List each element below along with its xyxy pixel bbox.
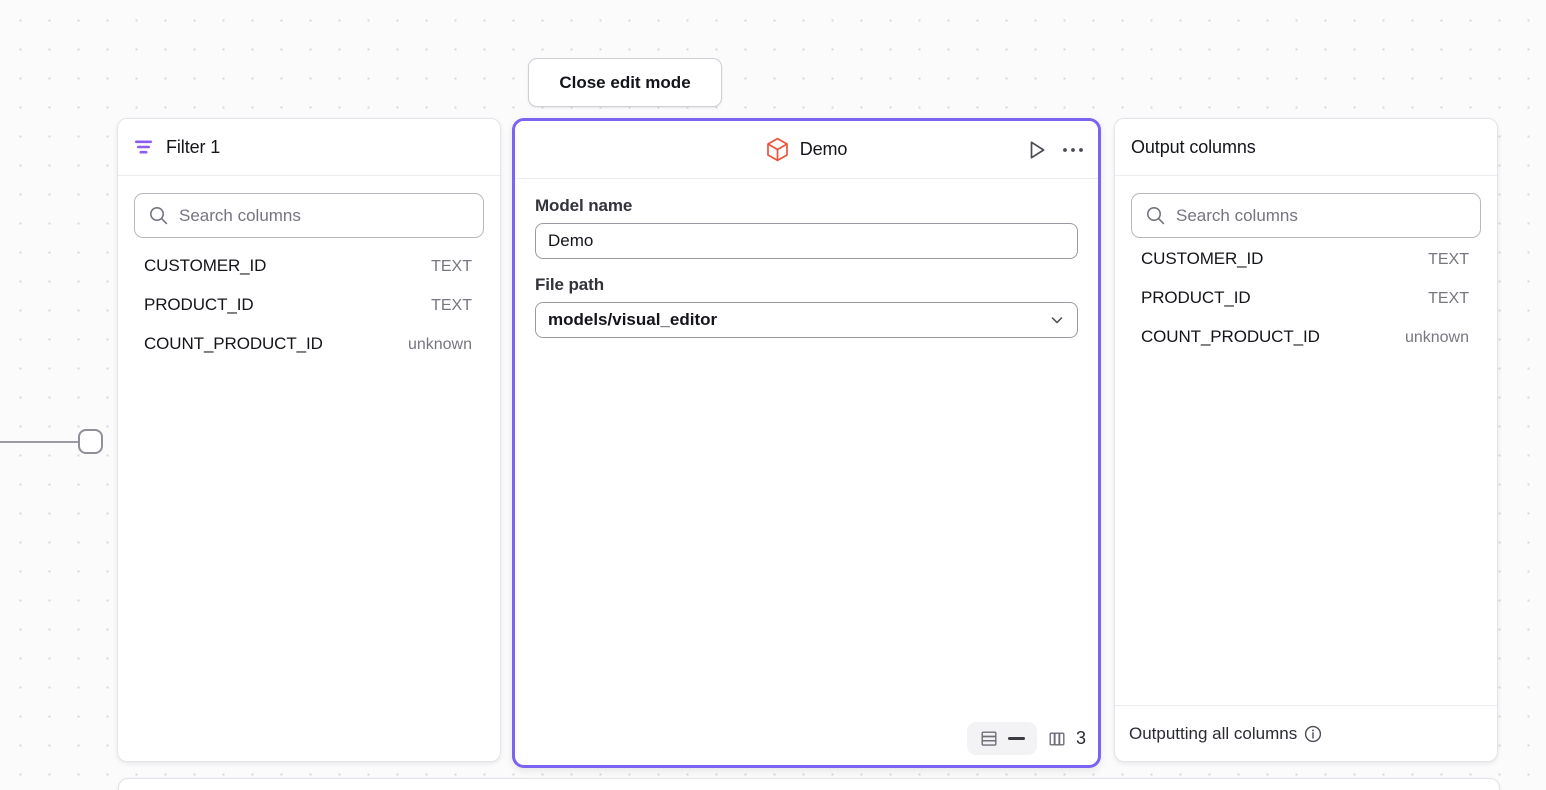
output-column-list: CUSTOMER_ID TEXT PRODUCT_ID TEXT COUNT_P… (1115, 249, 1497, 366)
filter-search-input[interactable] (179, 205, 469, 226)
column-count-value: 3 (1075, 728, 1086, 748)
column-type: TEXT (431, 297, 472, 314)
output-search-input[interactable] (1176, 205, 1466, 226)
cube-icon (766, 137, 789, 162)
next-node-panel[interactable] (118, 778, 1500, 790)
ellipsis-icon[interactable] (1062, 146, 1084, 154)
filter-column-list: CUSTOMER_ID TEXT PRODUCT_ID TEXT COUNT_P… (118, 256, 500, 373)
filter-panel[interactable]: Filter 1 CUSTOMER_ID TEXT PRODUCT_ID (117, 118, 501, 762)
table-row[interactable]: CUSTOMER_ID TEXT (132, 256, 486, 295)
output-panel-footer: Outputting all columns (1115, 705, 1497, 761)
column-type: TEXT (1428, 251, 1469, 268)
row-count-pill[interactable] (966, 722, 1037, 755)
chevron-down-icon (1049, 312, 1065, 328)
column-name: COUNT_PRODUCT_ID (144, 334, 323, 353)
edge-connector-handle[interactable] (78, 429, 103, 454)
model-panel[interactable]: Demo Model name (512, 118, 1101, 768)
output-panel-body: CUSTOMER_ID TEXT PRODUCT_ID TEXT COUNT_P… (1115, 176, 1497, 761)
table-row[interactable]: CUSTOMER_ID TEXT (1129, 249, 1483, 288)
column-type: unknown (407, 336, 472, 353)
output-columns-panel[interactable]: Output columns CUSTOMER_ID TEXT PRODU (1114, 118, 1498, 762)
model-stats-footer: 3 (966, 722, 1086, 755)
column-type: TEXT (1428, 290, 1469, 307)
model-name-field[interactable] (535, 223, 1078, 259)
column-name: CUSTOMER_ID (1141, 249, 1264, 268)
model-panel-header: Demo (515, 121, 1098, 179)
output-footer-text: Outputting all columns (1129, 723, 1298, 743)
columns-icon (1047, 729, 1067, 749)
close-edit-mode-button[interactable]: Close edit mode (528, 58, 722, 107)
model-name-label: Model name (535, 196, 633, 215)
model-name-input[interactable] (548, 231, 1065, 251)
output-search-field[interactable] (1131, 193, 1481, 238)
file-path-select[interactable]: models/visual_editor (535, 302, 1078, 338)
search-icon (149, 206, 168, 225)
filter-panel-title: Filter 1 (166, 136, 221, 157)
search-icon (1146, 206, 1165, 225)
column-name: CUSTOMER_ID (144, 256, 267, 275)
column-name: PRODUCT_ID (144, 295, 254, 314)
output-panel-header: Output columns (1115, 119, 1497, 176)
column-type: TEXT (431, 258, 472, 275)
model-panel-title: Demo (799, 139, 848, 159)
output-panel-title: Output columns (1131, 136, 1256, 157)
file-path-label: File path (535, 275, 604, 294)
filter-icon (134, 139, 154, 155)
model-form: Model name File path models/visual_edito… (515, 179, 1098, 338)
table-row[interactable]: PRODUCT_ID TEXT (132, 295, 486, 334)
column-count-group[interactable]: 3 (1047, 728, 1086, 749)
filter-panel-body: CUSTOMER_ID TEXT PRODUCT_ID TEXT COUNT_P… (118, 176, 500, 761)
filter-search-field[interactable] (134, 193, 484, 238)
column-type: unknown (1404, 329, 1469, 346)
column-name: PRODUCT_ID (1141, 288, 1251, 307)
column-name: COUNT_PRODUCT_ID (1141, 327, 1320, 346)
row-count-value (1007, 737, 1025, 740)
rows-icon (979, 729, 999, 749)
table-row[interactable]: PRODUCT_ID TEXT (1129, 288, 1483, 327)
play-icon[interactable] (1026, 139, 1048, 161)
file-path-value: models/visual_editor (548, 310, 718, 329)
filter-panel-header: Filter 1 (118, 119, 500, 176)
table-row[interactable]: COUNT_PRODUCT_ID unknown (1129, 327, 1483, 366)
table-row[interactable]: COUNT_PRODUCT_ID unknown (132, 334, 486, 373)
info-icon[interactable] (1304, 725, 1322, 743)
model-panel-body: Model name File path models/visual_edito… (515, 179, 1098, 765)
edge-connector-line (0, 441, 80, 443)
